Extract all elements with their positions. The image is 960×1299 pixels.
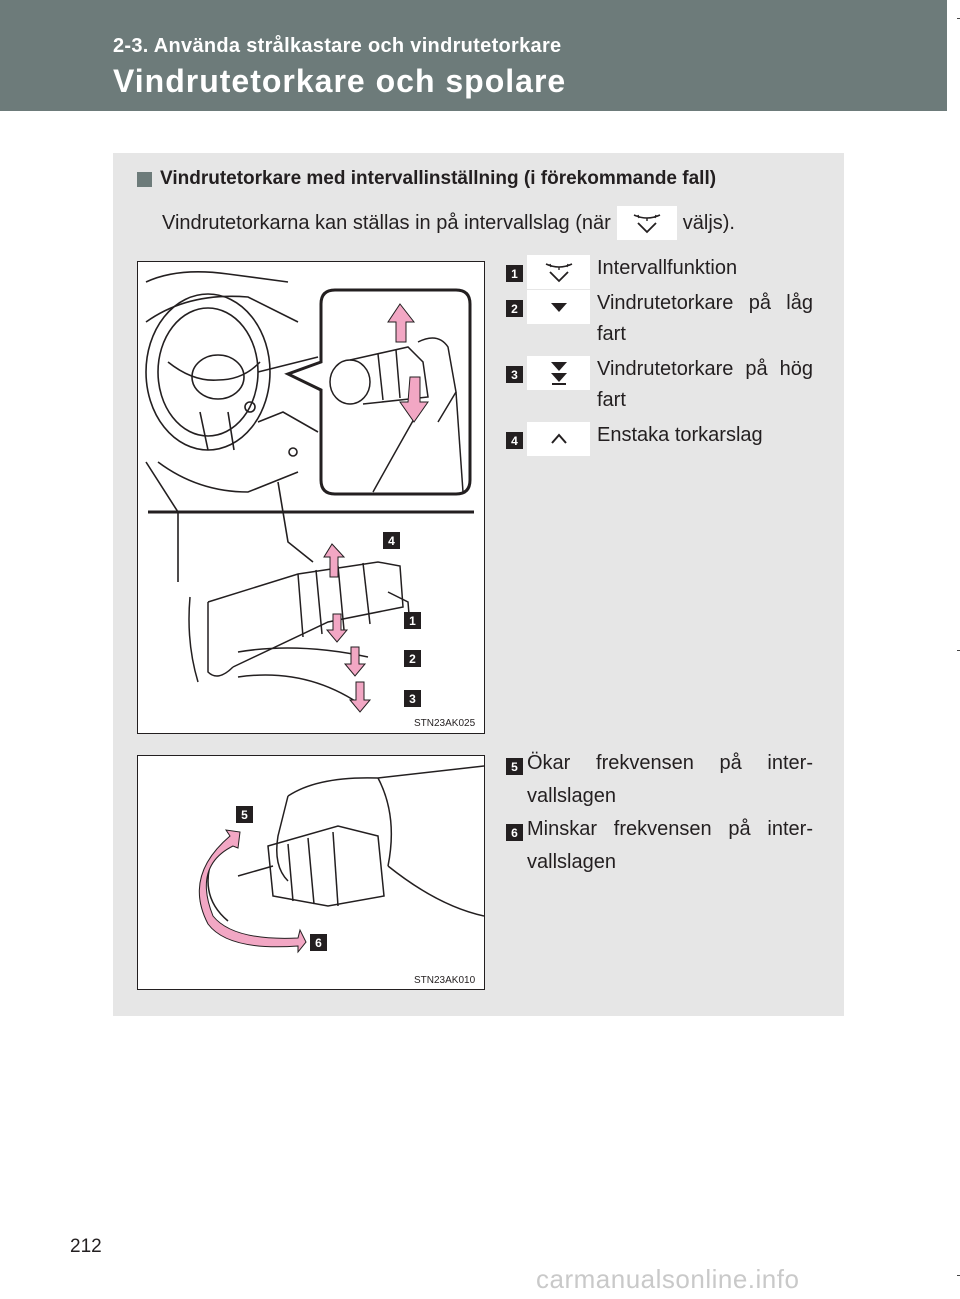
callout-2: 2	[404, 650, 421, 667]
callout-1: 1	[404, 612, 421, 629]
figure-code: STN23AK025	[414, 718, 476, 729]
legend-num: 4	[506, 432, 523, 449]
legend-text: Enstaka torkarslag	[597, 424, 763, 446]
wiper-mist-icon	[527, 422, 590, 456]
page-title: Vindrutetorkare och spolare	[113, 63, 567, 99]
intro-after: väljs).	[682, 211, 735, 234]
callout-6: 6	[310, 934, 327, 951]
intro-before: Vindrutetorkarna kan ställas in på inter…	[162, 211, 611, 234]
edge-tick	[957, 1275, 960, 1276]
section-title-text: Vindrutetorkare med intervallinställning…	[160, 168, 717, 189]
wiper-stalk-figure: 4 1 2 3 STN23AK025	[137, 261, 485, 734]
section-title: Vindrutetorkare med intervallinställning…	[137, 168, 716, 190]
figure-code: STN23AK010	[414, 975, 476, 986]
edge-tick	[957, 650, 960, 651]
legend-num: 2	[506, 300, 523, 317]
rotation-text: Minskar frekvensen på inter-vallslagen	[527, 818, 813, 873]
rotation-num: 6	[506, 824, 523, 841]
wiper-intermittent-icon	[616, 206, 677, 240]
watermark: carmanualsonline.info	[536, 1264, 800, 1294]
rotation-num: 5	[506, 758, 523, 775]
page-header: 2-3. Använda strålkastare och vindruteto…	[0, 0, 947, 111]
callout-5: 5	[236, 806, 253, 823]
intro-text: Vindrutetorkarna kan ställas in på inter…	[162, 206, 735, 240]
wiper-rotation-figure: 5 6 STN23AK010	[137, 755, 485, 990]
legend-num: 1	[506, 265, 523, 282]
legend-text: Vindrutetorkare på låg fart	[597, 292, 813, 345]
wiper-intermittent-icon	[527, 255, 590, 289]
callout-3: 3	[404, 690, 421, 707]
wiper-high-icon	[527, 356, 590, 390]
wiper-low-icon	[527, 290, 590, 324]
page-number: 212	[70, 1236, 102, 1257]
bullet-square-icon	[137, 171, 152, 187]
edge-tick	[957, 18, 960, 19]
legend-text: Vindrutetorkare på hög fart	[597, 358, 813, 411]
legend-text: Intervallfunktion	[597, 257, 738, 279]
section-breadcrumb: 2-3. Använda strålkastare och vindruteto…	[113, 35, 562, 57]
legend-num: 3	[506, 366, 523, 383]
callout-4: 4	[383, 532, 400, 549]
rotation-text: Ökar frekvensen på inter-vallslagen	[527, 752, 813, 807]
